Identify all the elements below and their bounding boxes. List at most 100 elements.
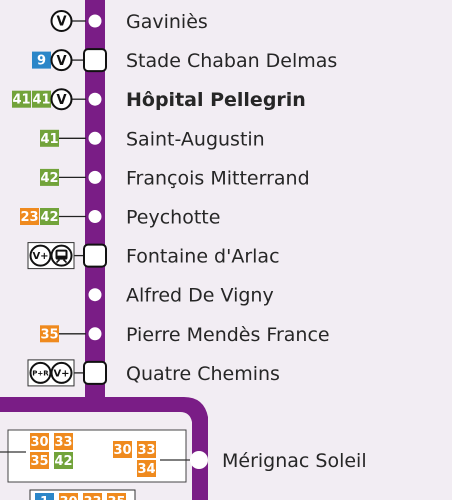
badge-background [113, 441, 132, 458]
badge-number: 35 [40, 327, 58, 342]
bus-line-badge[interactable]: 41 [32, 90, 51, 108]
stop-marker-dot[interactable] [88, 92, 102, 106]
badge-number: 41 [32, 93, 50, 108]
badge-number: 33 [137, 443, 155, 458]
badge-background [40, 208, 59, 225]
badge-background [54, 452, 73, 469]
stop-row: 42 François Mitterrand [40, 167, 310, 189]
badge-number: 33 [54, 435, 72, 450]
bus-line-badge[interactable]: 35 [107, 493, 126, 500]
stop-label: Hôpital Pellegrin [126, 89, 306, 111]
stop-label: Stade Chaban Delmas [126, 50, 337, 72]
stop-row: 35 Pierre Mendès France [40, 324, 330, 346]
stop-label: Pierre Mendès France [126, 324, 330, 346]
bus-line-badge[interactable]: 30 [30, 433, 49, 450]
bus-line-badge[interactable]: 1 [35, 493, 54, 500]
stop-marker-dot[interactable] [88, 327, 102, 341]
merignac-stop-dot[interactable] [190, 451, 208, 469]
badge-number: 35 [30, 454, 48, 469]
bus-line-badge[interactable]: 34 [137, 460, 156, 477]
badge-number: 42 [40, 171, 58, 186]
stop-row: V Gaviniès [50, 10, 208, 33]
v-plus-icon[interactable]: V+ [29, 244, 52, 267]
badge-background [107, 493, 126, 500]
bus-line-badge[interactable]: 23 [20, 208, 39, 225]
bus-line-badge[interactable]: 33 [137, 441, 156, 458]
badge-background [32, 51, 51, 69]
badge-number: 9 [37, 54, 46, 69]
bus-line-badge[interactable]: 35 [30, 452, 49, 469]
badge-number: 42 [40, 210, 58, 225]
badge-background [40, 168, 59, 186]
badge-number: 30 [59, 495, 77, 500]
badge-number: 35 [107, 495, 125, 500]
stop-marker-dot[interactable] [88, 170, 102, 184]
badge-background [30, 452, 49, 469]
stop-row: 41 Saint-Augustin [40, 128, 265, 150]
stop-marker-dot[interactable] [88, 131, 102, 145]
badge-number: 34 [137, 462, 155, 477]
bus-line-badge[interactable]: 35 [40, 325, 59, 343]
stop-marker-square[interactable] [83, 48, 107, 73]
park-and-ride-icon[interactable]: P+R [29, 361, 52, 384]
bus-line-badge[interactable]: 33 [83, 493, 102, 500]
stop-marker-square[interactable] [83, 243, 107, 268]
bus-line-badge[interactable]: 42 [54, 452, 73, 469]
badge-number: 23 [20, 210, 38, 225]
v-bike-icon[interactable]: V [50, 10, 73, 32]
badge-number: 30 [113, 443, 131, 458]
stop-marker-dot[interactable] [88, 210, 102, 223]
badge-number: 41 [12, 93, 30, 108]
stop-label-merignac-soleil: Mérignac Soleil [222, 450, 367, 472]
icon-label: V [56, 93, 66, 108]
stop-row: Alfred De Vigny [88, 285, 274, 307]
v-bike-icon[interactable]: V [50, 88, 73, 111]
icon-label: V [56, 54, 66, 69]
icon-label: V+ [53, 369, 69, 380]
stop-label: Saint-Augustin [126, 128, 265, 150]
badge-number: 41 [40, 132, 58, 147]
badge-background [12, 90, 31, 108]
stop-marker-square[interactable] [83, 360, 107, 385]
badge-background [137, 441, 156, 458]
line-loop [0, 397, 208, 500]
badge-background [30, 433, 49, 450]
stop-label: Alfred De Vigny [126, 285, 274, 307]
bus-line-badge[interactable]: 42 [40, 168, 59, 186]
bus-line-badge[interactable]: 30 [59, 493, 78, 500]
stop-row: V+ Fontaine d'Arlac [27, 242, 280, 270]
v-plus-icon[interactable]: V+ [50, 361, 73, 384]
bus-line-badge[interactable]: 41 [12, 90, 31, 108]
icon-label: V [56, 15, 66, 30]
badge-background [40, 129, 59, 147]
icon-label: P+R [32, 369, 49, 377]
bus-line-badge[interactable]: 30 [113, 441, 132, 458]
badge-background [83, 493, 102, 500]
stop-label: Gaviniès [126, 11, 208, 33]
v-bike-icon[interactable]: V [50, 49, 73, 72]
bus-line-badge[interactable]: 42 [40, 208, 59, 225]
badge-background [35, 493, 54, 500]
bus-line-badge[interactable]: 9 [32, 51, 51, 69]
train-icon[interactable] [50, 244, 73, 267]
bus-line-badge[interactable]: 33 [54, 433, 73, 450]
stop-label: Peychotte [126, 207, 220, 229]
badge-number: 42 [54, 454, 72, 469]
stop-marker-dot[interactable] [88, 288, 102, 302]
badge-background [32, 90, 51, 108]
badge-number: 1 [40, 495, 49, 500]
badge-number: 33 [83, 495, 101, 500]
stop-marker-dot[interactable] [88, 14, 102, 28]
badge-background [20, 208, 39, 225]
bus-line-badge[interactable]: 41 [40, 129, 59, 147]
stop-label: François Mitterrand [126, 167, 310, 189]
badge-background [59, 493, 78, 500]
merignac-block: 30 33 35 42 30 33 34 Mérignac Soleil 1 30 33 35 [0, 429, 367, 500]
badge-number: 30 [30, 435, 48, 450]
stop-label: Fontaine d'Arlac [126, 246, 280, 268]
